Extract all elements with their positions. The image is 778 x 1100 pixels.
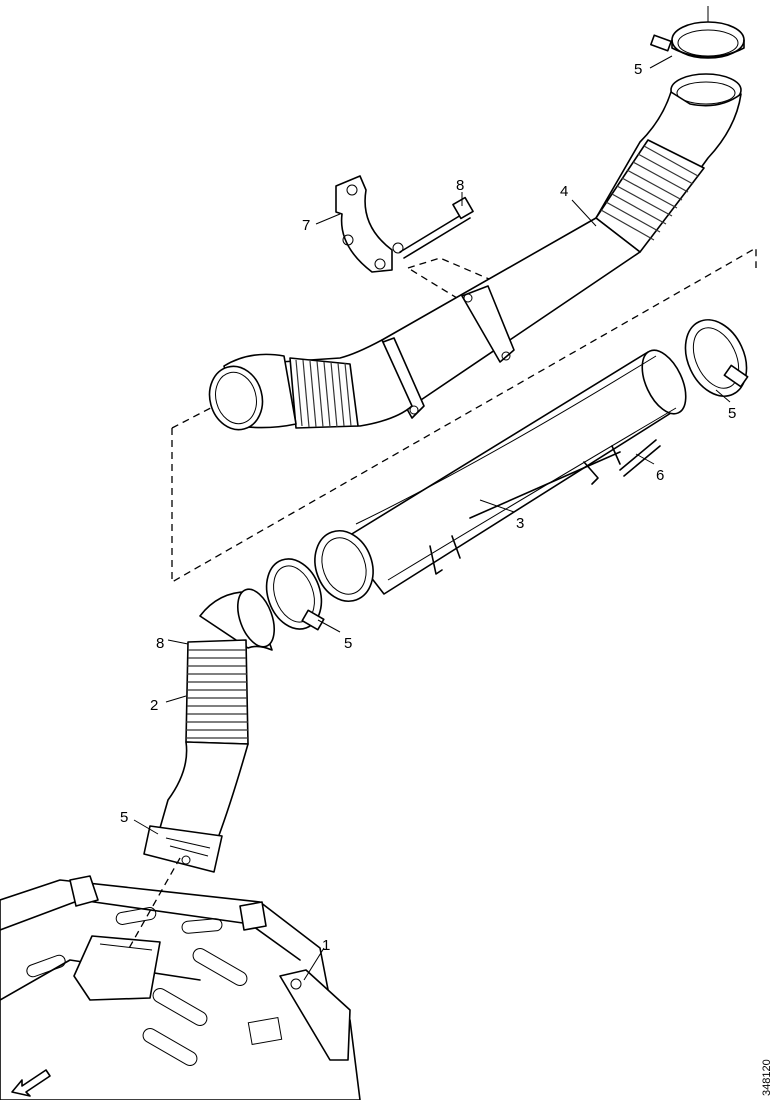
clamp-right bbox=[684, 319, 749, 397]
leader-lines bbox=[133, 55, 731, 981]
callout-5-right: 5 bbox=[728, 405, 736, 422]
callout-5-bottom: 5 bbox=[120, 809, 128, 826]
callout-8-top: 8 bbox=[456, 177, 464, 194]
callout-4: 4 bbox=[560, 183, 568, 200]
callout-8-left: 8 bbox=[156, 635, 164, 652]
callout-6: 6 bbox=[656, 467, 664, 484]
callout-1: 1 bbox=[322, 937, 330, 954]
bracket bbox=[335, 175, 404, 273]
callout-3: 3 bbox=[516, 515, 524, 532]
callout-7: 7 bbox=[302, 217, 310, 234]
pipe-middle bbox=[314, 349, 687, 602]
bolt-top bbox=[399, 196, 474, 259]
silencer-frame bbox=[0, 857, 361, 1100]
clamp-top bbox=[650, 6, 745, 59]
callout-2: 2 bbox=[150, 697, 158, 714]
arrow-icon bbox=[11, 1069, 51, 1097]
callout-5-top: 5 bbox=[634, 61, 642, 78]
pipe-upper bbox=[208, 73, 742, 431]
clamp-mid bbox=[265, 558, 325, 631]
pipe-lower bbox=[143, 588, 276, 873]
reference-number: 348120 bbox=[761, 1059, 773, 1096]
callout-5-mid: 5 bbox=[344, 635, 352, 652]
